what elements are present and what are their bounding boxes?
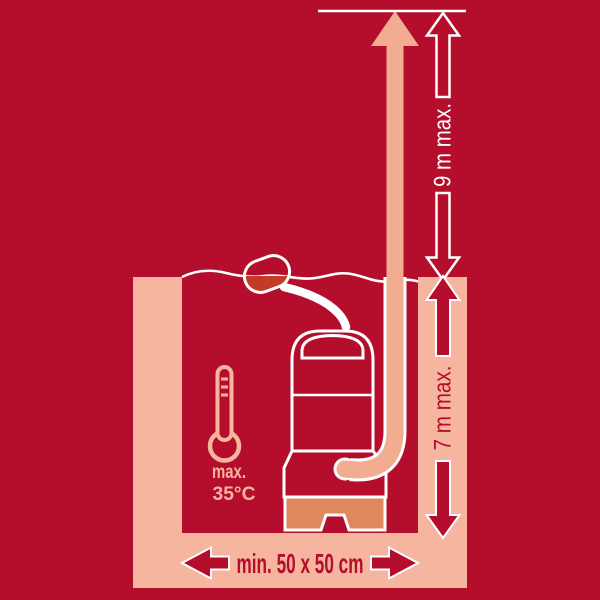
pump-icon (282, 329, 388, 532)
thermometer-tick (221, 385, 228, 389)
measure-arrow-width: min. 50 x 50 cm (179, 545, 421, 581)
thermometer-stem (215, 365, 234, 442)
discharge-pipe (336, 34, 404, 479)
measure-arrow-9m: 9 m max. (424, 10, 462, 283)
float-body (242, 254, 292, 294)
arrow-9m-up (424, 10, 462, 99)
arrow-9m-down (424, 191, 462, 283)
arrow-7m-up (424, 274, 462, 357)
label-7m-max: 7 m max. (430, 366, 457, 451)
width-arrow-right (370, 545, 421, 581)
pump-base (283, 495, 387, 532)
label-min-shaft-size: min. 50 x 50 cm (237, 548, 364, 579)
thermometer-icon: max. 35°C (207, 365, 256, 505)
cable-connector-dot (342, 325, 350, 333)
label-9m-max: 9 m max. (430, 103, 457, 187)
pump-handle (300, 333, 365, 360)
thermometer-tick (221, 377, 228, 381)
arrow-7m-down (424, 460, 462, 540)
thermometer-tick (221, 393, 228, 397)
label-max-temp-value: 35°C (213, 483, 256, 505)
float-cable (279, 282, 351, 332)
pump-body (290, 329, 375, 454)
flow-arrow-icon (333, 11, 419, 482)
measure-arrow-7m: 7 m max. (424, 274, 462, 540)
width-arrow-left (179, 545, 230, 581)
label-max-temp-prefix: max. (212, 461, 246, 483)
flow-arrowhead (371, 11, 419, 46)
